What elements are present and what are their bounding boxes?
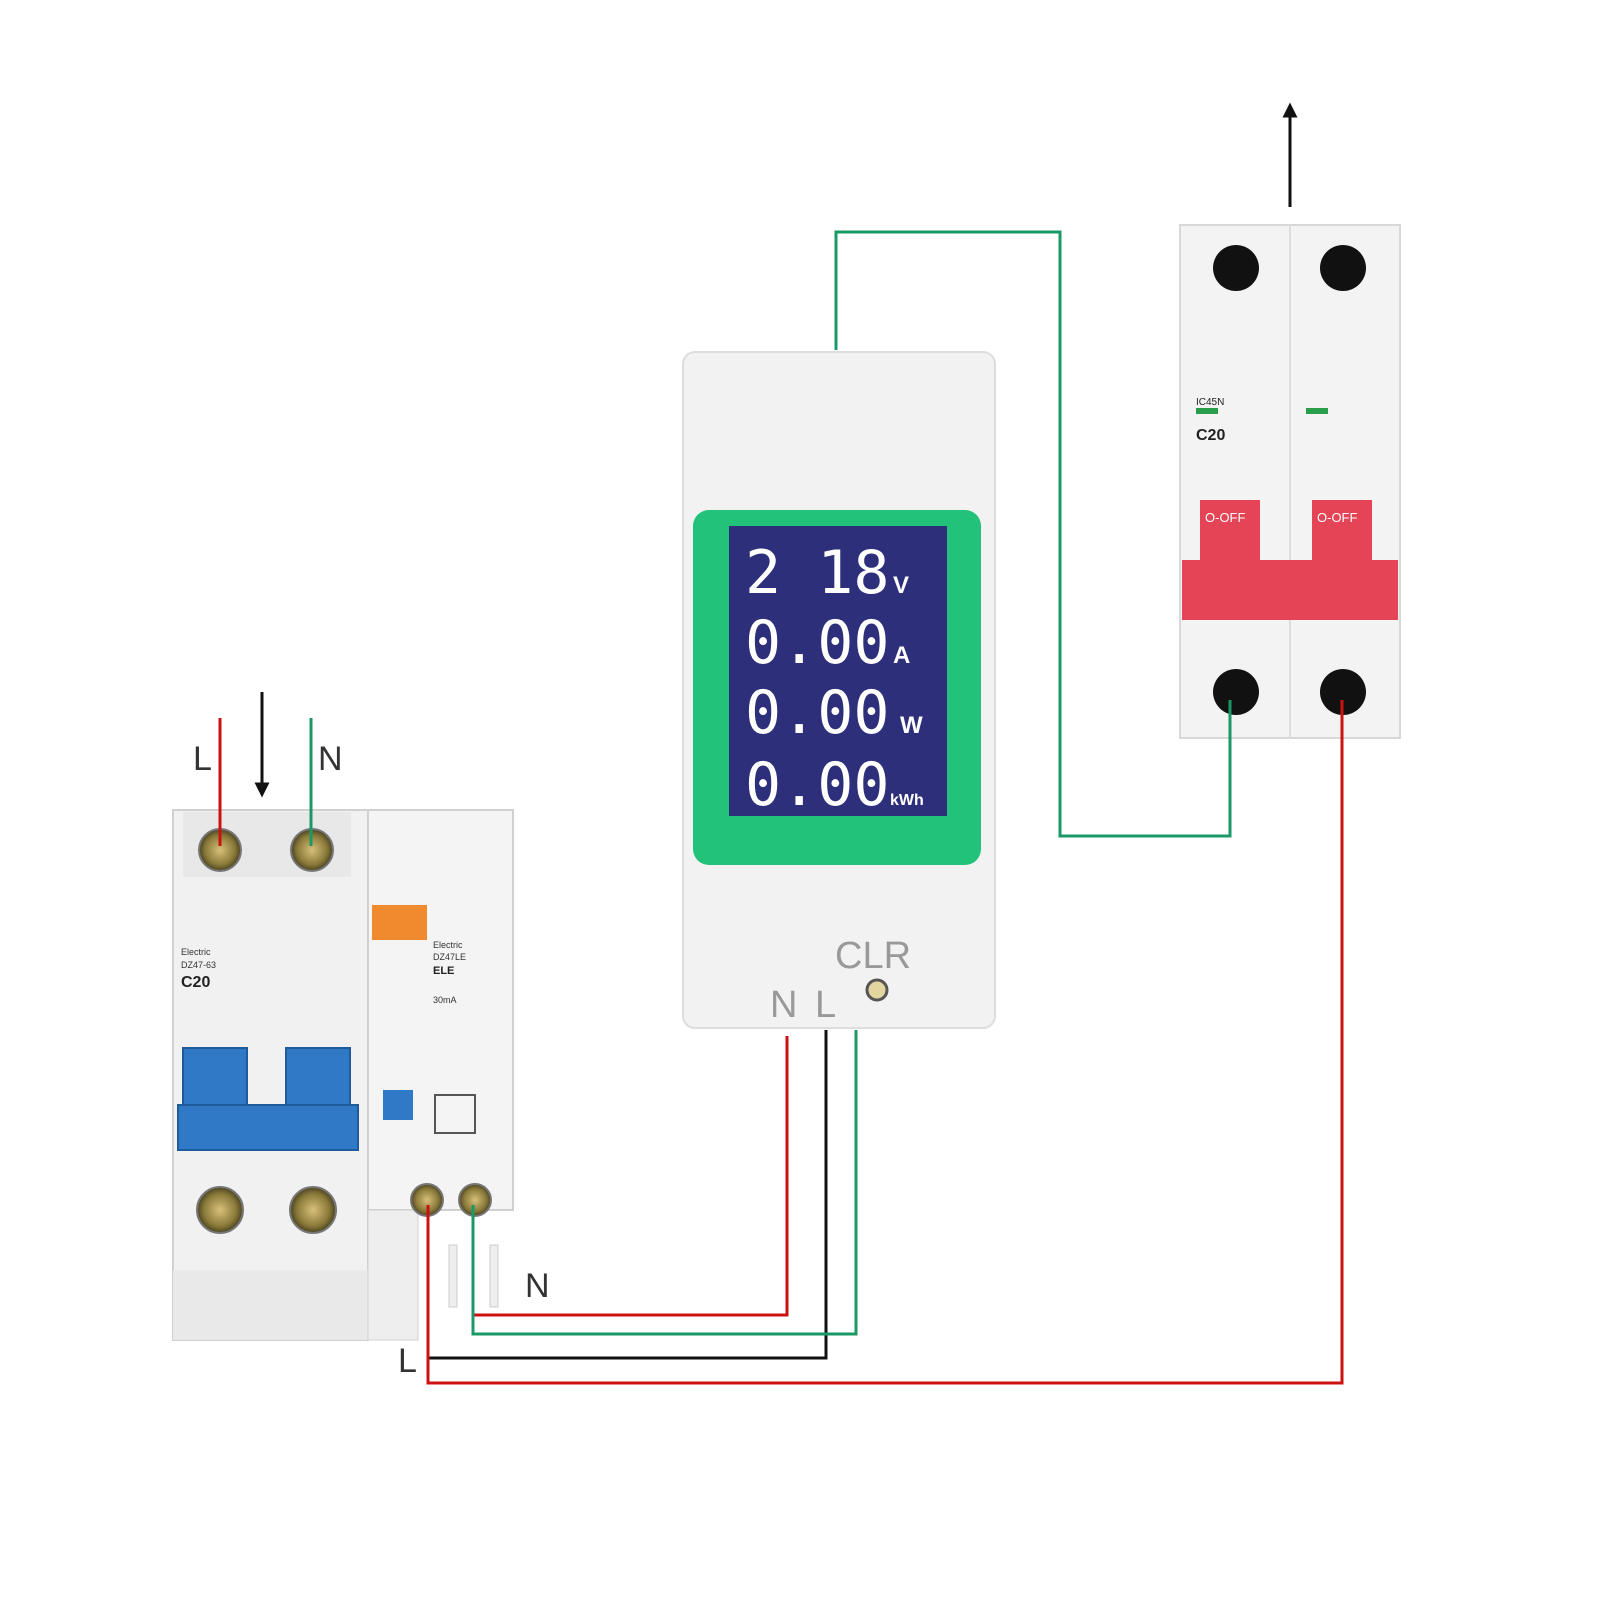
wire-meter-green-loop: [471, 1030, 858, 1336]
reading-current-value: 0.00: [745, 608, 890, 678]
rcbo-handle-bar[interactable]: [177, 1104, 359, 1151]
rcd-brand: Electric: [433, 940, 463, 950]
rcd-model: DZ47LE: [433, 952, 466, 962]
rcbo-mcb-brand: Electric: [181, 947, 211, 957]
output-top-terminal-2: [1320, 245, 1366, 291]
output-top-terminal-1: [1213, 245, 1259, 291]
input-label-l: L: [193, 740, 212, 778]
output-bottom-terminal-2: [1320, 669, 1366, 715]
wire-rcbo-l-to-output: [426, 700, 1344, 1385]
reading-power-value: 0.00: [745, 678, 890, 748]
output-switch-bar[interactable]: [1182, 560, 1398, 620]
rcbo-out-screw-n: [458, 1183, 492, 1217]
rcbo-mcb-rating: C20: [181, 974, 210, 991]
reading-energy-unit: kWh: [890, 792, 924, 809]
meter-clr-button[interactable]: [865, 978, 889, 1002]
wire-meter-top-to-output: [834, 230, 1232, 838]
energy-meter: 2 18 V 0.00 A 0.00 W 0.00 kWh CLR N L: [682, 351, 996, 1029]
reading-voltage-value: 2 18: [745, 538, 890, 608]
output-breaker-model: IC45N: [1196, 397, 1224, 408]
rcbo-out-label-l: L: [398, 1342, 417, 1380]
output-switch-2-label: O-OFF: [1317, 510, 1357, 525]
output-switch-1-label: O-OFF: [1205, 510, 1245, 525]
rcd-indicator: [383, 1090, 413, 1120]
rcd-trip-current: 30mA: [433, 995, 457, 1005]
meter-clr-label: CLR: [835, 935, 911, 977]
reading-current-unit: A: [893, 642, 910, 669]
rcbo-bottom-screw-1: [196, 1186, 244, 1234]
meter-terminal-l: L: [815, 984, 836, 1026]
wire-meter-n-red: [471, 1036, 789, 1317]
rcbo-test-button[interactable]: [372, 905, 427, 940]
wire-meter-l-black: [428, 1030, 828, 1360]
input-label-n: N: [318, 740, 343, 778]
rcd-type: ELE: [433, 965, 454, 977]
output-breaker-rating: C20: [1196, 427, 1225, 444]
output-breaker: IC45N C20 O-OFF O-OFF: [1179, 224, 1401, 739]
rcbo-out-label-n: N: [525, 1267, 550, 1305]
meter-lcd: [729, 526, 947, 816]
rcbo-bottom-screw-2: [289, 1186, 337, 1234]
reading-energy-value: 0.00: [745, 750, 890, 820]
rcd-test-symbol: [434, 1094, 476, 1134]
wires: [218, 102, 1344, 1385]
output-switch-2[interactable]: [1312, 500, 1372, 560]
input-rcbo: Electric DZ47-63 C20 Electric DZ47LE ELE…: [172, 809, 514, 1341]
output-switch-1[interactable]: [1200, 500, 1260, 560]
reading-voltage-unit: V: [893, 572, 909, 599]
meter-terminal-n: N: [770, 984, 797, 1026]
reading-power-unit: W: [900, 712, 923, 739]
rcbo-rcd-body: [367, 809, 514, 1211]
output-bottom-terminal-1: [1213, 669, 1259, 715]
rcbo-mcb-model: DZ47-63: [181, 960, 216, 970]
